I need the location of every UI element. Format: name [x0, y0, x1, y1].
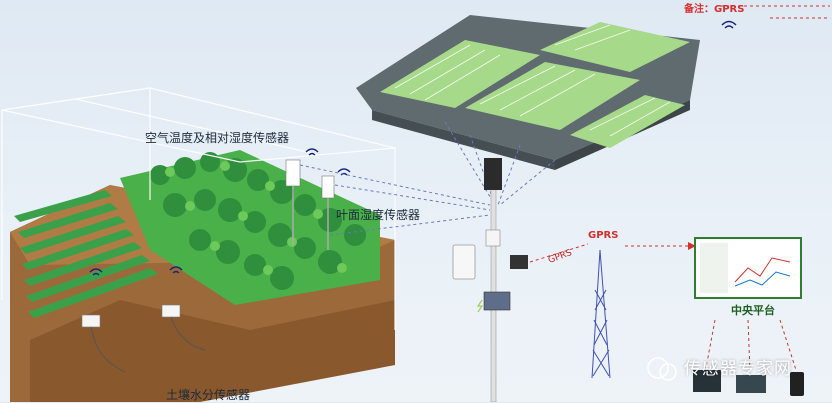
- gprs-links: [529, 5, 830, 263]
- wifi-icon: [89, 148, 351, 276]
- greenhouse-frame: [1, 87, 396, 330]
- gprs-label: GPRS: [588, 230, 619, 241]
- greenhouse-scene: [1, 87, 396, 402]
- central-platform-label: 中央平台: [731, 304, 775, 317]
- wifi-icon-note: [721, 20, 737, 29]
- signal-tower: [591, 249, 611, 379]
- central-platform-monitor: [694, 237, 802, 299]
- soil-sensor-2: [161, 304, 206, 351]
- terminal-devices: [693, 319, 804, 396]
- soil-sensor-label: 土壤水分传感器: [166, 388, 251, 402]
- air-sensor-1: [285, 159, 301, 245]
- air-sensor-label: 空气温度及相对湿度传感器: [145, 131, 290, 145]
- leaf-sensor-label: 叶面湿度传感器: [336, 208, 421, 222]
- weather-station: [452, 158, 528, 402]
- brand-watermark: 传感器专家网: [684, 359, 792, 379]
- soil-sensor-1: [81, 314, 126, 373]
- crop-rows-left: [14, 190, 158, 318]
- note-text: 备注：GPRS: [684, 4, 745, 15]
- air-sensor-2: [321, 175, 335, 250]
- greenhouse-complex: [356, 15, 700, 170]
- brand-logo-icon: [647, 357, 677, 381]
